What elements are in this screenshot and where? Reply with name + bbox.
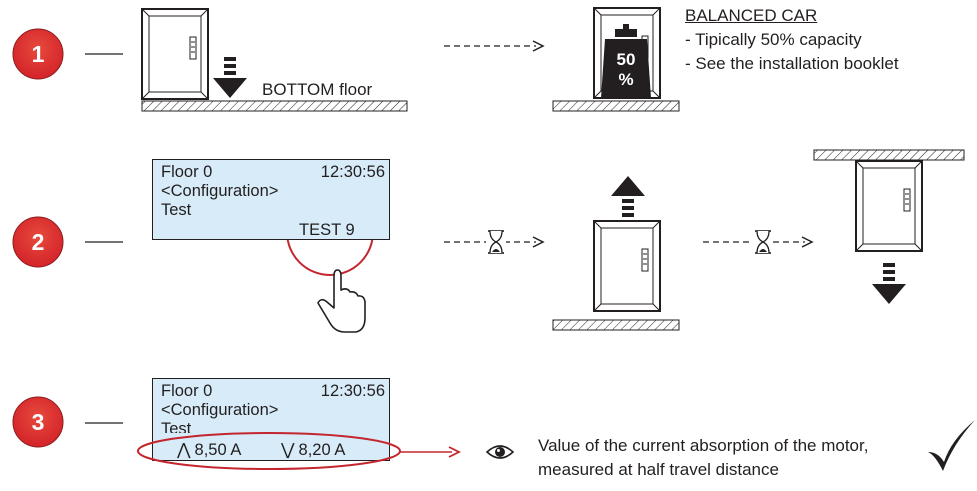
lcd-down-current: ⋁8,20 A bbox=[281, 441, 345, 459]
bottom-floor-slab bbox=[141, 100, 408, 112]
weight-percent-unit: % bbox=[618, 70, 634, 89]
balanced-car-line-1: - Tipically 50% capacity bbox=[685, 30, 862, 49]
step-3-number: 3 bbox=[31, 409, 45, 435]
lcd-floor-label-3: Floor 0 bbox=[161, 382, 213, 400]
step-1-number: 1 bbox=[31, 41, 45, 67]
lcd-configuration-3: <Configuration> bbox=[161, 401, 279, 419]
lcd-time-3: 12:30:56 bbox=[320, 382, 385, 400]
weight-percent-number: 50 bbox=[616, 50, 636, 69]
weight-icon bbox=[601, 24, 651, 98]
step-2-badge bbox=[12, 216, 64, 268]
bottom-floor-label: BOTTOM floor bbox=[262, 80, 373, 99]
result-line-2: measured at half travel distance bbox=[538, 460, 779, 479]
lcd-up-current: ⋀8,50 A bbox=[177, 441, 241, 459]
floor-slab-balanced bbox=[552, 100, 680, 112]
up-current-value: 8,50 A bbox=[194, 441, 242, 459]
lcd-test-label: Test bbox=[161, 201, 192, 219]
down-current-value: 8,20 A bbox=[298, 441, 346, 459]
step-3-badge bbox=[12, 396, 64, 448]
lcd-floor-label: Floor 0 bbox=[161, 163, 213, 181]
step-1-badge bbox=[12, 28, 64, 80]
lcd-test9-button[interactable]: TEST 9 bbox=[299, 221, 355, 239]
lcd-display-current: Floor 0 12:30:56 <Configuration> Test ⋀8… bbox=[152, 378, 390, 461]
result-line-1: Value of the current absorption of the m… bbox=[538, 436, 869, 455]
check-mark-icon bbox=[928, 420, 975, 471]
balanced-car-title: BALANCED CAR bbox=[685, 6, 818, 25]
lcd-configuration: <Configuration> bbox=[161, 182, 279, 200]
current-highlight-ellipse bbox=[137, 432, 401, 470]
down-chevron-icon: ⋁ bbox=[281, 441, 295, 459]
up-chevron-icon: ⋀ bbox=[177, 441, 191, 459]
lcd-time: 12:30:56 bbox=[320, 163, 385, 181]
step-2-number: 2 bbox=[31, 229, 45, 255]
lcd-test-label-3: Test bbox=[161, 420, 192, 438]
balanced-car-line-2: - See the installation booklet bbox=[685, 54, 899, 73]
eye-icon bbox=[485, 445, 515, 459]
floor-slab-mid bbox=[552, 319, 680, 331]
lcd-display-test: Floor 0 12:30:56 <Configuration> Test TE… bbox=[152, 159, 390, 240]
pointing-hand-icon bbox=[317, 269, 366, 333]
